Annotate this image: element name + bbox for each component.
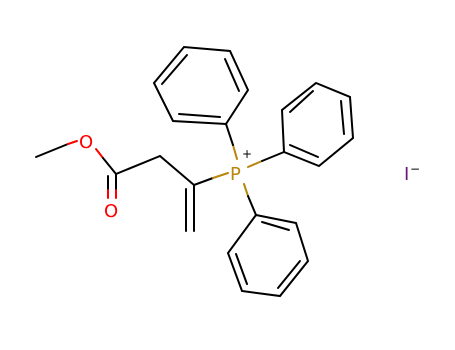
phenyl-ring-top [152,45,250,126]
bond-o-carbonyl-c [102,157,117,175]
phenyl-ring-right [280,81,355,168]
bond-c-ch2 [115,155,161,175]
phosphorus-charge: + [242,147,252,161]
oxygen-ester-label: O [79,132,93,153]
bond-ch2-vinyl [159,155,195,186]
bond-o-methyl [67,140,78,145]
bond-p-ph3-b [247,195,257,216]
bond-p-ph2-a [247,160,263,168]
bond-o-carbonyl [95,148,104,159]
bond-p-ph3-a [243,183,249,197]
bond-vinyl-p [193,177,214,186]
bond-p-ph2-b [261,151,285,162]
iodide-charge: − [410,162,420,176]
phosphorus-label: P [230,164,241,185]
phenyl-ring-bottom [226,213,310,298]
bond-methyl-o [35,143,69,158]
iodide-label: I [404,164,409,185]
oxygen-carbonyl-label: O [104,201,118,222]
bond-p-vinyl [212,172,229,179]
bond-p-ph1-a [232,144,238,160]
bond-p-ph1-b [225,123,234,146]
